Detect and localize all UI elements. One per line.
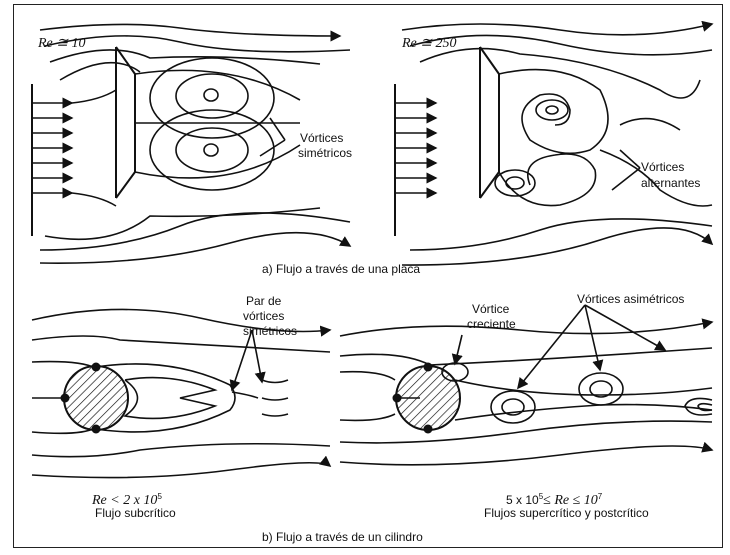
label-pair-2: vórtices bbox=[243, 309, 284, 323]
re-label-top-left: Re ≅ 10 bbox=[38, 37, 86, 51]
label-asymmetric-vortices: Vórtices asimétricos bbox=[577, 292, 684, 306]
label-vortices-alternating-1: Vórtices bbox=[641, 160, 684, 174]
label-growing-2: creciente bbox=[467, 317, 516, 331]
label-subcritical: Flujo subcrítico bbox=[95, 506, 176, 520]
label-vortices-symmetric-1: Vórtices bbox=[300, 131, 343, 145]
label-pair-3: simétricos bbox=[243, 324, 297, 338]
label-supercritical: Flujos supercrítico y postcrítico bbox=[484, 506, 649, 520]
plate-flow-re250 bbox=[395, 24, 712, 265]
caption-plate: a) Flujo a través de una placa bbox=[262, 262, 420, 276]
label-pair-1: Par de bbox=[246, 294, 281, 308]
re-label-top-right: Re ≅ 250 bbox=[402, 37, 457, 51]
label-vortices-alternating-2: alternantes bbox=[641, 176, 700, 190]
label-vortices-symmetric-2: simétricos bbox=[298, 146, 352, 160]
cylinder-flow-supercritical bbox=[340, 305, 712, 465]
label-growing-1: Vórtice bbox=[472, 302, 509, 316]
caption-cylinder: b) Flujo a través de un cilindro bbox=[262, 530, 423, 544]
